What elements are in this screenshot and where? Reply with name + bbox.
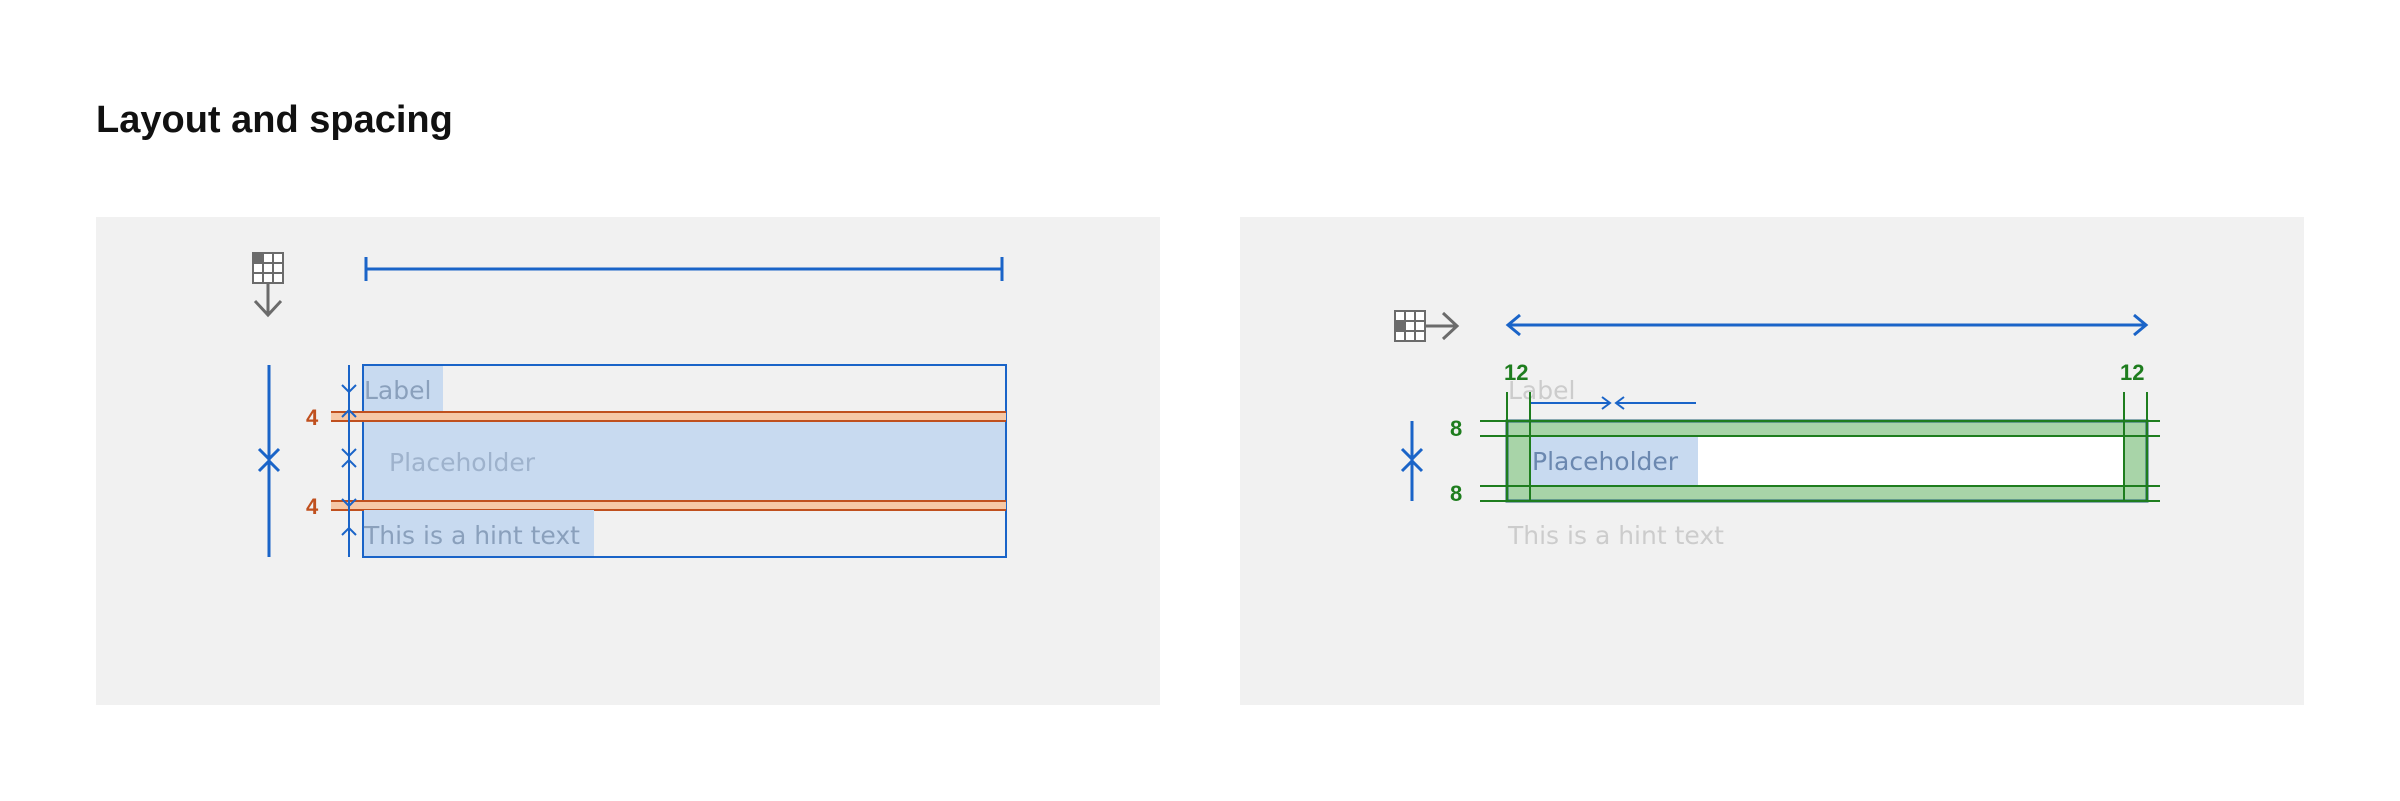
- placeholder-text: Placeholder: [1532, 447, 1679, 476]
- label-text: Label: [364, 376, 431, 405]
- input-area-highlight: [364, 422, 1005, 502]
- label-gap-measure: [1530, 396, 1696, 410]
- hint-text: This is a hint text: [1507, 521, 1724, 550]
- segment-measure-ticks: [341, 365, 357, 557]
- padding-diagram: Label Placeholder 12 12 8 8: [1394, 310, 2160, 550]
- label-text: Label: [1508, 376, 1575, 405]
- padding-left-value: 12: [1504, 360, 1528, 385]
- hint-text: This is a hint text: [363, 521, 580, 550]
- padding-bottom-value: 8: [1450, 481, 1462, 506]
- vertical-spacing-panel: Label 4 Placeholder 4 This is a hint tex…: [96, 217, 1160, 705]
- padding-right-value: 12: [2120, 360, 2144, 385]
- label-highlight: [364, 366, 443, 415]
- page-title: Layout and spacing: [96, 99, 453, 141]
- full-width-measure: [1505, 313, 2149, 337]
- padding-top-value: 8: [1450, 416, 1462, 441]
- input-height-measure: [1400, 421, 1424, 501]
- gap-top-indicator: [331, 411, 1006, 422]
- placeholder-text: Placeholder: [389, 448, 536, 477]
- width-measure-line: [364, 257, 1004, 281]
- gap-top-value: 4: [306, 405, 319, 430]
- placeholder-highlight: [1530, 436, 1698, 486]
- gap-bottom-value: 4: [306, 494, 319, 519]
- horizontal-layout-icon: [1394, 310, 1460, 342]
- vertical-spacing-diagram: Label 4 Placeholder 4 This is a hint tex…: [252, 252, 1007, 558]
- padding-panel: Label Placeholder 12 12 8 8: [1240, 217, 2304, 705]
- padding-guides: [1480, 392, 2160, 502]
- gap-bottom-indicator: [331, 500, 1006, 511]
- height-measure-line: [257, 365, 281, 557]
- text-field-stack-outline: [362, 364, 1007, 558]
- vertical-stack-layout-icon: [252, 252, 284, 318]
- hint-highlight: [364, 510, 594, 556]
